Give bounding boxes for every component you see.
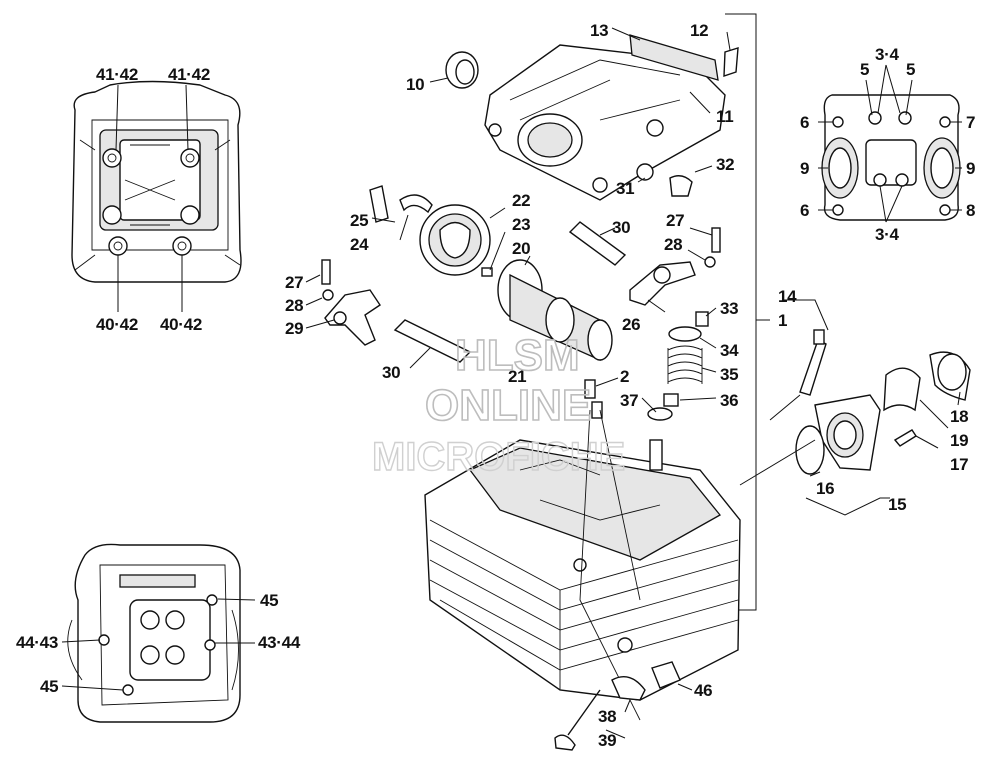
label-43-44: 43·44 <box>258 633 301 652</box>
head-cover <box>429 27 739 201</box>
label-3-4-bottom: 3·4 <box>875 225 900 244</box>
label-30-top: 30 <box>612 218 630 237</box>
label-45-left: 45 <box>40 677 58 696</box>
rocker-arm-left <box>305 259 381 346</box>
watermark-line1: HLSM <box>455 331 580 380</box>
watermark-line3: MICROFICHE <box>372 435 625 479</box>
label-39: 39 <box>598 731 616 750</box>
label-14: 14 <box>778 287 797 306</box>
cylinder-head <box>424 409 741 721</box>
label-8: 8 <box>966 201 975 220</box>
label-36: 36 <box>720 391 738 410</box>
label-24: 24 <box>350 235 369 254</box>
label-25: 25 <box>350 211 368 230</box>
label-15: 15 <box>888 495 906 514</box>
label-27-right: 27 <box>666 211 684 230</box>
rocker-arm-right <box>629 227 721 313</box>
label-3-4-top: 3·4 <box>875 45 900 64</box>
label-40-42-right: 40·42 <box>160 315 202 334</box>
label-35: 35 <box>720 365 738 384</box>
label-9-right: 9 <box>966 159 975 178</box>
label-5-right: 5 <box>906 60 915 79</box>
label-30-bottom: 30 <box>382 363 400 382</box>
label-28-left: 28 <box>285 296 303 315</box>
label-26: 26 <box>622 315 640 334</box>
label-31: 31 <box>616 179 634 198</box>
cam-sprocket <box>369 185 506 277</box>
label-33: 33 <box>720 299 738 318</box>
label-12: 12 <box>690 21 708 40</box>
watermark-line2: ONLINE <box>425 381 591 430</box>
label-6-bottom: 6 <box>800 201 809 220</box>
label-5-left: 5 <box>860 60 869 79</box>
label-10: 10 <box>406 75 424 94</box>
label-29: 29 <box>285 319 303 338</box>
intake-manifold <box>739 351 971 516</box>
label-17: 17 <box>950 455 968 474</box>
label-22: 22 <box>512 191 530 210</box>
label-32: 32 <box>716 155 734 174</box>
inset-head-top-view <box>71 80 242 312</box>
label-37: 37 <box>620 391 638 410</box>
label-21: 21 <box>508 367 526 386</box>
rocker-shaft-right <box>568 221 627 266</box>
valve-spring-stack <box>641 307 717 421</box>
label-46: 46 <box>694 681 712 700</box>
label-20: 20 <box>512 239 530 258</box>
label-9-left: 9 <box>800 159 809 178</box>
valves <box>554 676 646 751</box>
label-18: 18 <box>950 407 968 426</box>
dowel-pin <box>584 377 619 419</box>
label-1: 1 <box>778 311 787 330</box>
label-34: 34 <box>720 341 739 360</box>
label-2: 2 <box>620 367 629 386</box>
label-11: 11 <box>716 107 733 126</box>
label-45-right: 45 <box>260 591 278 610</box>
label-44-43: 44·43 <box>16 633 58 652</box>
plug-46 <box>651 661 693 691</box>
label-13: 13 <box>590 21 608 40</box>
rocker-shaft-left <box>393 319 472 369</box>
label-41-42-left: 41·42 <box>96 65 138 84</box>
inset-head-bottom-view <box>61 543 256 723</box>
label-6-top: 6 <box>800 113 809 132</box>
label-19: 19 <box>950 431 968 450</box>
watermark: HLSM ONLINE MICROFICHE <box>371 330 626 480</box>
label-7: 7 <box>966 113 975 132</box>
camshaft <box>497 255 613 362</box>
inset-cover-underside <box>818 64 962 223</box>
spark-plug <box>769 299 829 421</box>
label-41-42-right: 41·42 <box>168 65 210 84</box>
label-38: 38 <box>598 707 616 726</box>
label-16: 16 <box>816 479 834 498</box>
label-23: 23 <box>512 215 530 234</box>
label-28-right: 28 <box>664 235 682 254</box>
label-27-left: 27 <box>285 273 303 292</box>
label-40-42-left: 40·42 <box>96 315 138 334</box>
